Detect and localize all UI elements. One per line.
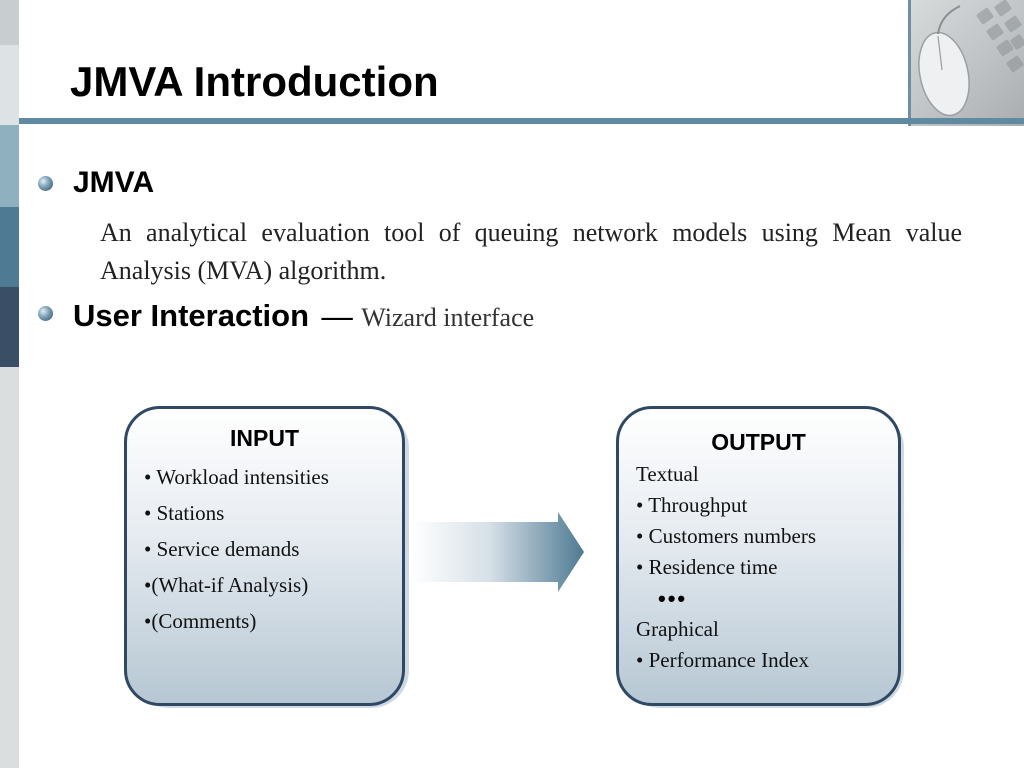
output-box: OUTPUT Textual • Throughput • Customers … <box>616 406 901 706</box>
input-list: • Workload intensities • Stations • Serv… <box>144 459 329 639</box>
bullet-heading-jmva: JMVA <box>73 166 155 199</box>
list-item: • Customers numbers <box>636 524 817 548</box>
list-item: •(Comments) <box>144 609 257 633</box>
slide-title: JMVA Introduction <box>70 58 439 105</box>
mouse-keyboard-photo <box>908 0 1024 126</box>
graphical-label: Graphical <box>636 617 719 641</box>
round-bullet-icon <box>38 306 53 321</box>
list-item: •(What-if Analysis) <box>144 573 309 597</box>
jmva-description: An analytical evaluation tool of queuing… <box>100 218 962 285</box>
input-box-title: INPUT <box>230 425 299 451</box>
ellipsis: ••• <box>658 586 688 611</box>
output-box-title: OUTPUT <box>711 429 806 455</box>
list-item: • Service demands <box>144 537 300 561</box>
right-arrow-icon <box>412 512 584 592</box>
bullet-user-interaction: User Interaction — Wizard interface <box>73 298 534 334</box>
list-item: • Stations <box>144 501 225 525</box>
input-box: INPUT • Workload intensities • Stations … <box>124 406 405 706</box>
round-bullet-icon <box>38 176 53 191</box>
left-color-strip <box>0 0 19 768</box>
user-interaction-heading: User Interaction <box>73 298 310 333</box>
em-dash: — <box>321 298 353 333</box>
title-divider <box>19 118 1024 124</box>
list-item: • Workload intensities <box>144 465 329 489</box>
list-item: • Throughput <box>636 493 748 517</box>
wizard-interface-text: Wizard interface <box>361 303 535 332</box>
textual-label: Textual <box>636 462 699 486</box>
list-item: • Residence time <box>636 555 778 579</box>
list-item: • Performance Index <box>636 648 809 672</box>
output-list: Textual • Throughput • Customers numbers… <box>636 459 896 676</box>
